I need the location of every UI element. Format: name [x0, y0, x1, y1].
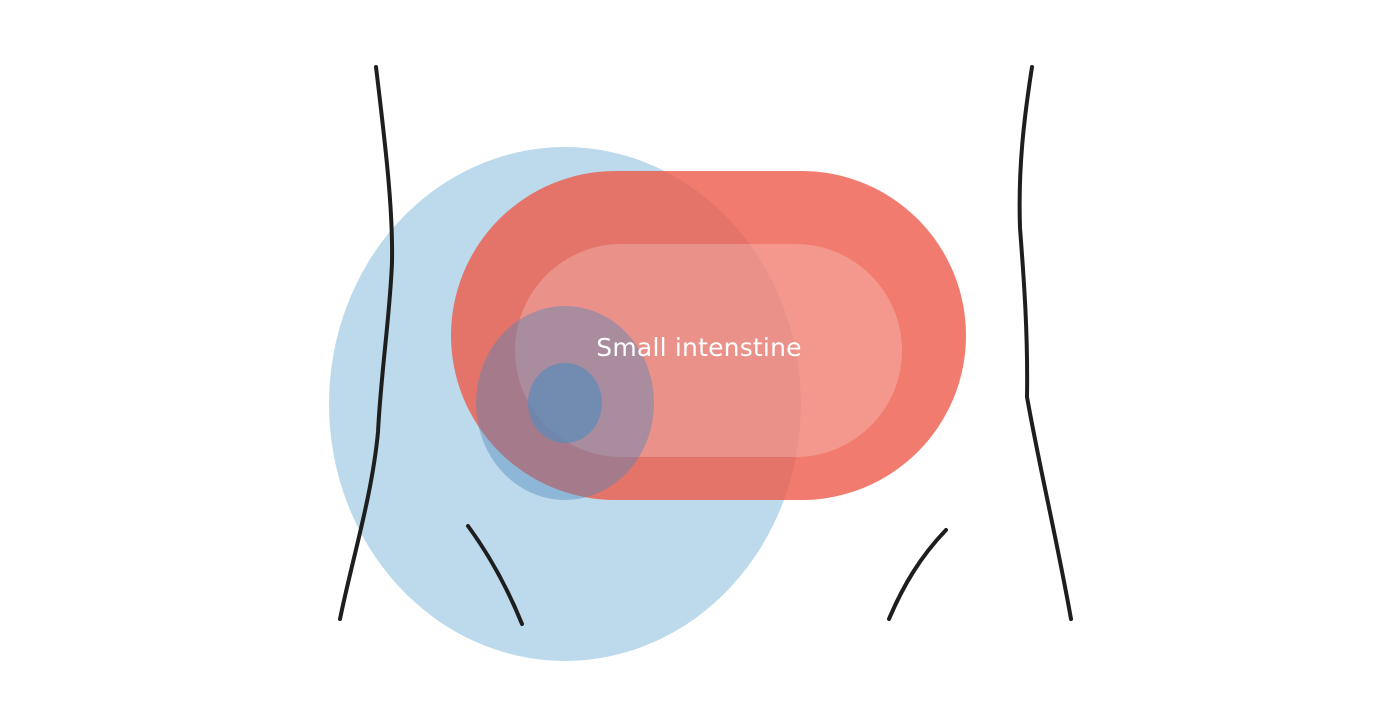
hip-crease-left — [466, 524, 524, 626]
red-region-highlight — [515, 244, 902, 457]
torso-left-outline — [338, 65, 395, 621]
small-intestine-label: Small intenstine — [596, 333, 801, 362]
blue-region-core — [528, 363, 602, 443]
hip-crease-right — [887, 528, 948, 621]
torso-right-outline — [1017, 65, 1073, 621]
